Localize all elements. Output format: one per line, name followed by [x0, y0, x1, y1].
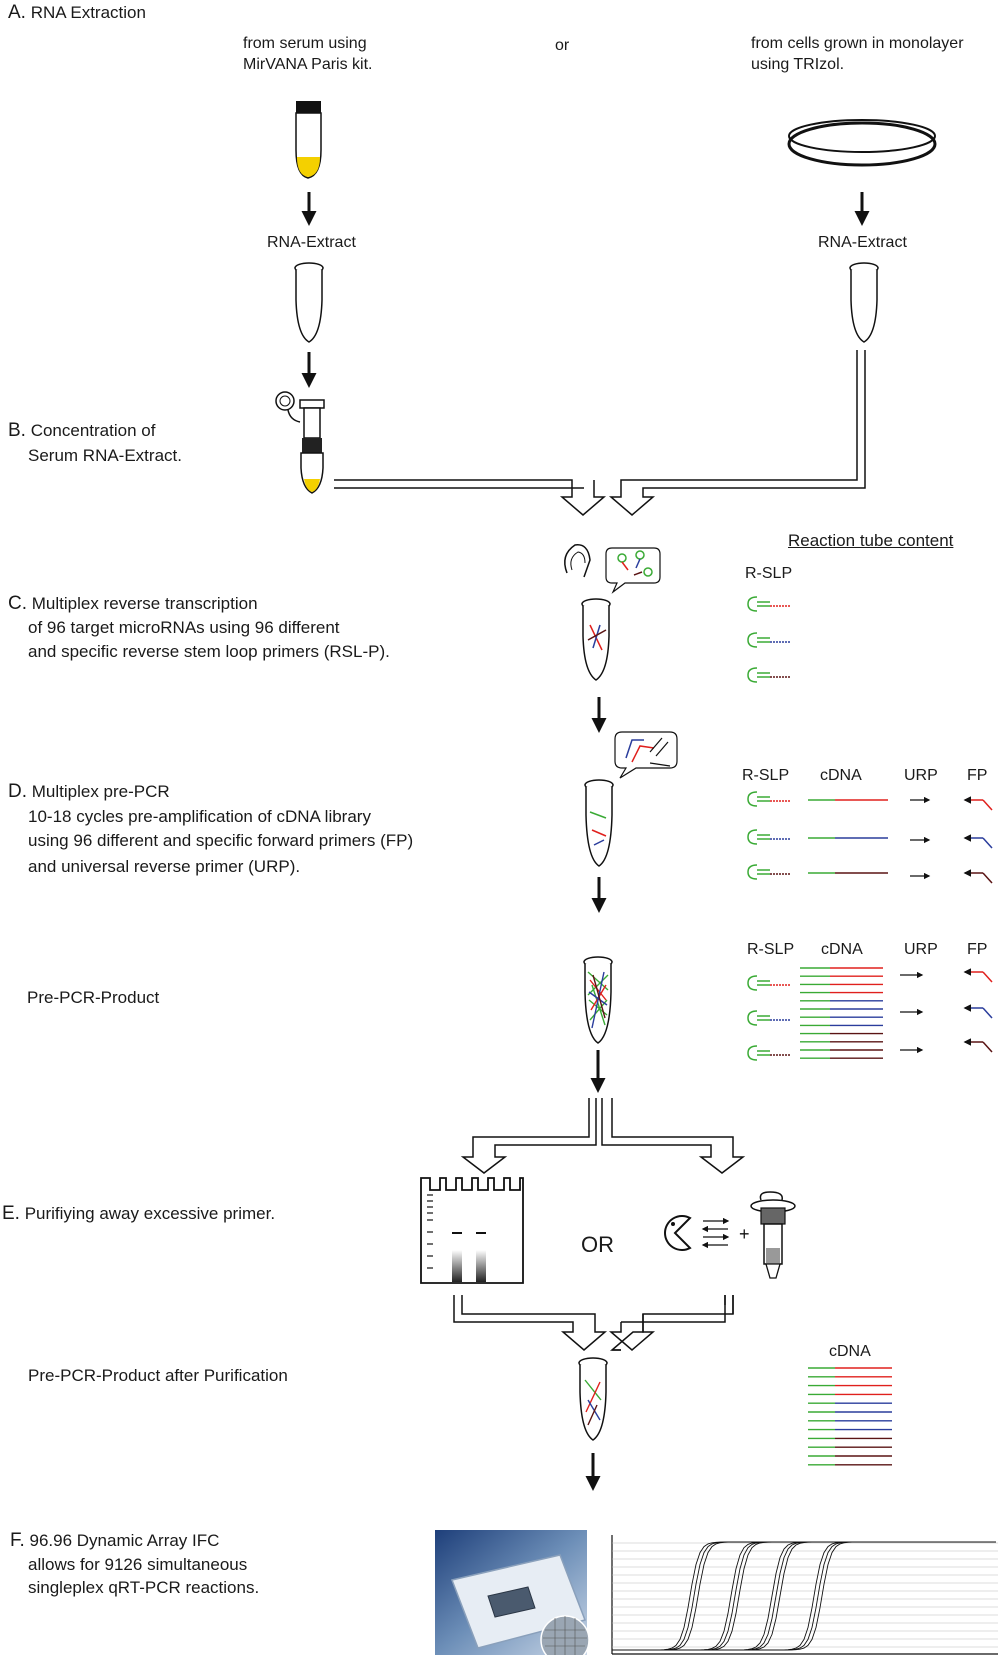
exonuclease-icon [664, 1215, 692, 1251]
section-d-letter: D. [8, 781, 27, 802]
fp-arrow-icon [963, 968, 993, 983]
merge-arrow-icon [453, 1295, 734, 1351]
header-rslp-c: R-SLP [745, 565, 793, 582]
cleavage-arrows-icon [701, 1217, 730, 1249]
header-fp-d: FP [967, 767, 988, 784]
header-cdna-after: cDNA [829, 1343, 871, 1360]
stem-loop-icon [747, 1045, 790, 1061]
concentrator-tube-icon [275, 391, 325, 494]
cell-source-line-1: from cells grown in monolayer [751, 35, 964, 52]
d-content-rows [747, 791, 993, 884]
amplification-curve [612, 1541, 996, 1651]
section-e-letter: E. [2, 1203, 20, 1224]
section-b-letter: B. [8, 420, 26, 441]
section-b-line-2: Serum RNA-Extract. [28, 446, 182, 465]
fp-arrow-icon [963, 1038, 993, 1053]
section-d-text-1: Multiplex pre-PCR [31, 782, 170, 801]
pre-pcr-tube-icon [584, 779, 614, 867]
header-cdna-d: cDNA [820, 767, 862, 784]
section-b-line-1: B. Concentration of [8, 420, 155, 442]
cell-source-line-2: using TRIzol. [751, 56, 845, 73]
fp-arrow-icon [963, 1004, 993, 1019]
section-e-text: Purifiying away excessive primer. [24, 1204, 276, 1223]
rslp-group-c [747, 596, 790, 683]
section-f-line-3: singleplex qRT-PCR reactions. [28, 1578, 260, 1597]
rt-bubble-icon [605, 547, 661, 594]
serum-source-line-2: MirVANA Paris kit. [243, 56, 373, 73]
section-f-line-1: F. 96.96 Dynamic Array IFC [10, 1530, 219, 1552]
rna-extract-tube-right-icon [849, 262, 879, 343]
purified-tube-icon [578, 1357, 608, 1441]
stem-loop-icon [747, 1010, 790, 1026]
d-row-brown [747, 864, 993, 884]
section-f-text-1: 96.96 Dynamic Array IFC [29, 1531, 220, 1550]
section-d-line-4: and universal reverse primer (URP). [28, 857, 301, 876]
split-arrow-icon [460, 1098, 746, 1174]
section-c-line-1: C. Multiplex reverse transcription [8, 593, 258, 615]
serum-tube-icon [295, 101, 322, 179]
header-urp-d: URP [904, 767, 938, 784]
section-c-text-1: Multiplex reverse transcription [31, 594, 258, 613]
header-urp-pre: URP [904, 941, 938, 958]
section-d-line-3: using 96 different and specific forward … [28, 831, 414, 850]
serum-source-line-1: from serum using [243, 35, 367, 52]
amplification-plot [611, 1535, 998, 1655]
section-e-line: E. Purifiying away excessive primer. [2, 1203, 275, 1225]
section-a-heading: A. RNA Extraction [8, 2, 146, 24]
pre-pcr-product-label: Pre-PCR-Product [27, 988, 160, 1007]
header-rslp-pre: R-SLP [747, 941, 795, 958]
rna-extract-tube-left-icon [294, 262, 324, 343]
pre-pcr-product-tube-icon [583, 956, 613, 1044]
spin-column-icon [750, 1191, 796, 1279]
petri-dish-icon [787, 119, 937, 167]
dynamic-array-chip-icon [435, 1530, 590, 1655]
or-label-a: or [555, 37, 570, 54]
stem-loop-icon [747, 632, 790, 648]
stem-loop-icon [747, 975, 790, 991]
cdna-stack-after [808, 1367, 892, 1466]
header-cdna-pre: cDNA [821, 941, 863, 958]
d-row-red [747, 791, 993, 811]
d-row-blue [747, 829, 993, 849]
plus-sign: + [739, 1224, 750, 1244]
or-label-e: OR [581, 1232, 614, 1257]
header-fp-pre: FP [967, 941, 988, 958]
section-c-line-3: and specific reverse stem loop primers (… [28, 642, 390, 661]
reaction-tube-content-title: Reaction tube content [788, 531, 954, 550]
stem-loop-icon [747, 596, 790, 612]
pre-pcr-bubble-icon [614, 731, 678, 779]
rt-tube-icon [564, 544, 611, 681]
cdna-stack [800, 967, 883, 1059]
section-b-text-1: Concentration of [30, 421, 156, 440]
section-d-line-2: 10-18 cycles pre-amplification of cDNA l… [28, 807, 371, 826]
after-purification-label: Pre-PCR-Product after Purification [28, 1366, 288, 1385]
section-a-letter: A. [8, 2, 26, 23]
merge-arrow-icon [334, 350, 866, 516]
header-rslp-d: R-SLP [742, 767, 790, 784]
rna-extract-label-left: RNA-Extract [267, 234, 356, 251]
stem-loop-icon [747, 667, 790, 683]
section-f-line-2: allows for 9126 simultaneous [28, 1555, 248, 1574]
section-c-letter: C. [8, 593, 27, 614]
section-c-line-2: of 96 target microRNAs using 96 differen… [28, 618, 340, 637]
section-a-title: RNA Extraction [30, 3, 146, 22]
section-d-line-1: D. Multiplex pre-PCR [8, 781, 170, 803]
gel-icon [420, 1177, 524, 1284]
section-f-letter: F. [10, 1530, 25, 1551]
rna-extract-label-right: RNA-Extract [818, 234, 907, 251]
pre-pcr-content-rows [747, 967, 993, 1061]
